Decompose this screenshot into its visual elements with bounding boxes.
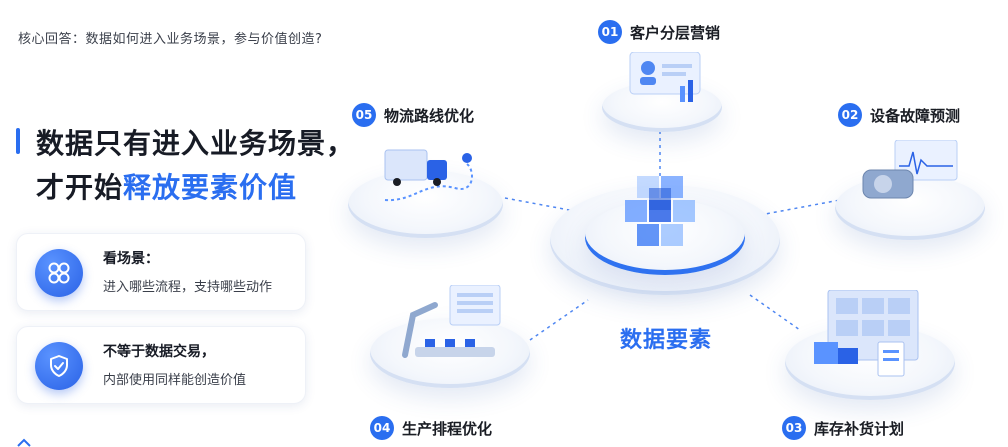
core-question: 核心回答：数据如何进入业务场景，参与价值创造? (18, 32, 323, 47)
scene-02-text: 设备故障预测 (870, 106, 961, 125)
scene-03-number: 03 (782, 416, 806, 440)
card-not-trade: 不等于数据交易， 内部使用同样能创造价值 (16, 326, 306, 404)
title-accent-bar (16, 128, 20, 154)
warehouse-shelf-icon (814, 290, 919, 377)
center-label: 数据要素 (620, 328, 713, 353)
headline-line-2-prefix: 才开始 (36, 171, 124, 204)
scene-01-number: 01 (598, 20, 622, 44)
scene-05-label: 05 物流路线优化 (352, 103, 474, 127)
scene-diagram: 数据要素 01 客户分层营销 05 物流路线优化 02 设备故障预测 (330, 0, 1008, 447)
customer-profile-icon (629, 52, 701, 102)
truck-icon (384, 149, 473, 202)
scene-03-label: 03 库存补货计划 (782, 416, 904, 440)
motor-monitor-icon (862, 140, 958, 199)
card-scene: 看场景： 进入哪些流程，支持哪些动作 (16, 233, 306, 311)
headline-line-2: 才开始释放要素价值 (36, 166, 355, 210)
scene-05-number: 05 (352, 103, 376, 127)
scene-04-number: 04 (370, 416, 394, 440)
card-desc: 进入哪些流程，支持哪些动作 (103, 280, 273, 295)
scene-05-platform (348, 170, 503, 238)
data-cube-icon (625, 176, 695, 246)
scene-04-text: 生产排程优化 (402, 419, 493, 438)
shield-check-icon (35, 342, 83, 390)
headline-line-1: 数据只有进入业务场景， (36, 127, 356, 160)
headline: 数据只有进入业务场景， 才开始释放要素价值 (36, 122, 355, 210)
scene-02-number: 02 (838, 103, 862, 127)
chevron-up-icon (17, 438, 31, 447)
card-title: 不等于数据交易， (103, 344, 215, 360)
scene-03-text: 库存补货计划 (814, 419, 905, 438)
scene-01-text: 客户分层营销 (630, 23, 721, 42)
card-title: 看场景： (103, 251, 159, 267)
headline-highlight: 释放要素价值 (123, 171, 298, 204)
scene-01-label: 01 客户分层营销 (598, 20, 720, 44)
scene-05-text: 物流路线优化 (384, 106, 475, 125)
scene-04-label: 04 生产排程优化 (370, 416, 492, 440)
scene-02-label: 02 设备故障预测 (838, 103, 960, 127)
card-desc: 内部使用同样能创造价值 (103, 373, 247, 388)
robot-arm-icon (402, 285, 501, 358)
grid-icon (35, 249, 83, 297)
